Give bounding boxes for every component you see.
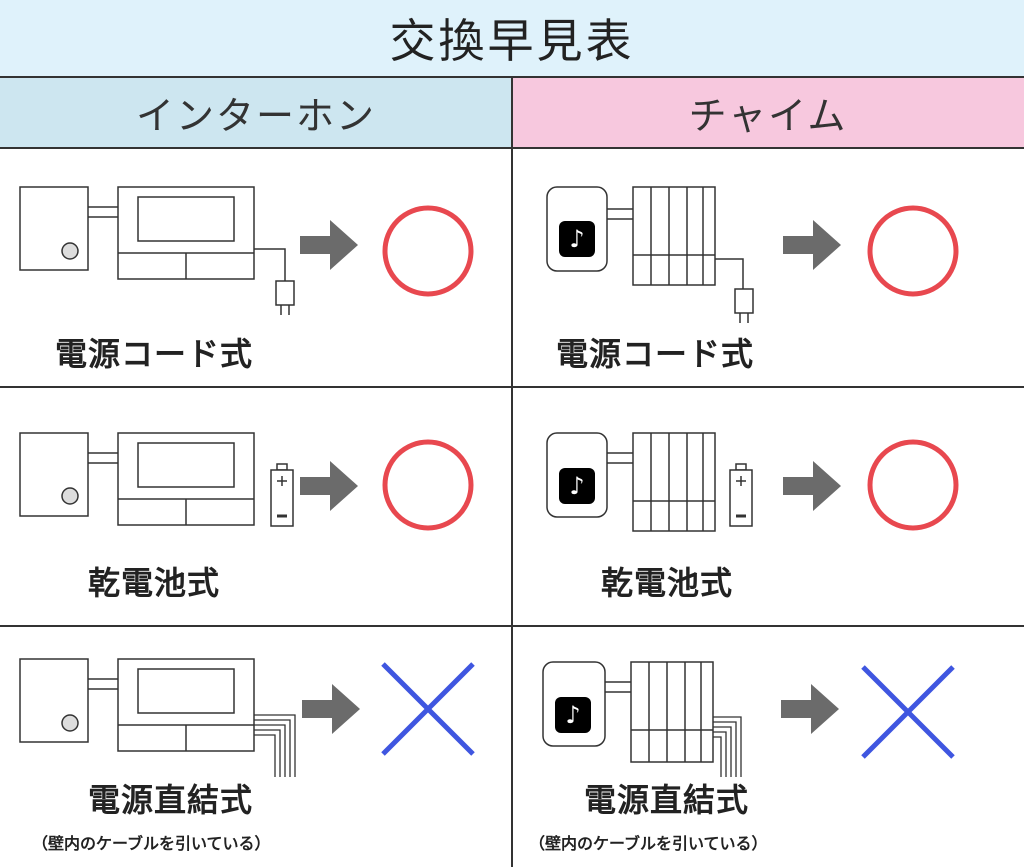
- intercom-device-illustration: [19, 432, 474, 531]
- type-label: 電源直結式: [88, 781, 254, 819]
- type-note: （壁内のケーブルを引いている）: [529, 834, 768, 853]
- intercom-device-illustration: [19, 186, 474, 315]
- music-note-icon: ♪: [559, 221, 595, 257]
- music-note-icon: ♪: [559, 468, 595, 504]
- type-note: （壁内のケーブルを引いている）: [32, 834, 271, 853]
- type-label: 電源コード式: [556, 335, 755, 373]
- battery-icon: [270, 463, 294, 527]
- row-divider: [0, 386, 1024, 388]
- chime-device-illustration: ♪: [546, 186, 959, 323]
- intercom-battery-cell: 乾電池式: [0, 388, 512, 625]
- chime-battery-cell: ♪ 乾電池式: [513, 388, 1024, 625]
- intercom-device-illustration: [19, 658, 475, 777]
- circle-ok-icon: [382, 439, 474, 531]
- circle-ok-icon: [867, 205, 959, 297]
- music-note-icon: ♪: [555, 697, 591, 733]
- column-header-intercom: インターホン: [0, 78, 512, 149]
- battery-icon: [729, 463, 753, 527]
- row-divider: [0, 625, 1024, 627]
- svg-text:♪: ♪: [569, 225, 584, 253]
- svg-text:♪: ♪: [565, 701, 580, 729]
- right-arrow-icon: [300, 220, 358, 270]
- cross-ng-icon: [381, 662, 475, 756]
- type-label: 乾電池式: [601, 564, 734, 602]
- intercom-direct-cell: 電源直結式 （壁内のケーブルを引いている）: [0, 627, 512, 867]
- chime-direct-cell: ♪ 電源直結式 （壁内のケーブルを引いている）: [513, 627, 1024, 867]
- chime-device-illustration: ♪: [542, 661, 955, 777]
- intercom-cord-cell: 電源コード式: [0, 149, 512, 386]
- chime-device-illustration: ♪: [546, 432, 959, 532]
- column-header-chime: チャイム: [512, 78, 1024, 149]
- right-arrow-icon: [300, 461, 358, 511]
- type-label: 電源コード式: [55, 335, 254, 373]
- wall-cable-icon: [254, 714, 296, 777]
- type-label: 電源直結式: [584, 781, 750, 819]
- svg-text:♪: ♪: [569, 472, 584, 500]
- cross-ng-icon: [861, 665, 955, 759]
- column-divider: [511, 78, 513, 867]
- circle-ok-icon: [867, 439, 959, 531]
- right-arrow-icon: [783, 220, 841, 270]
- power-plug-icon: [734, 288, 754, 323]
- type-label: 乾電池式: [88, 564, 221, 602]
- circle-ok-icon: [382, 205, 474, 297]
- right-arrow-icon: [781, 684, 839, 734]
- page-title: 交換早見表: [0, 0, 1024, 78]
- right-arrow-icon: [302, 684, 360, 734]
- power-plug-icon: [275, 280, 295, 315]
- wall-cable-icon: [713, 716, 742, 777]
- chime-cord-cell: ♪ 電源コード式: [513, 149, 1024, 386]
- right-arrow-icon: [783, 461, 841, 511]
